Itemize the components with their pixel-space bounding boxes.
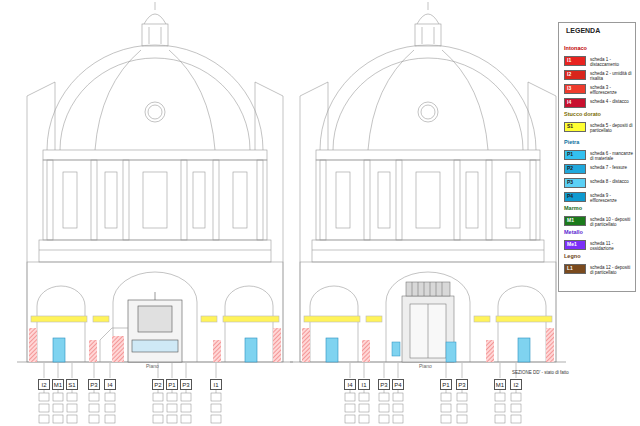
callout-code: I4 <box>104 379 116 390</box>
callout-code: P3 <box>88 379 100 390</box>
legend-label: Intonaco <box>564 45 587 51</box>
legend-label: Piano <box>419 364 432 370</box>
legend-text: scheda 12 - depositi di particellato <box>590 265 634 275</box>
callout-code: M1 <box>494 379 506 390</box>
callout-code: I1 <box>210 379 222 390</box>
legend-label: LEGENDA <box>566 27 600 35</box>
swatch-code: I2 <box>567 72 571 78</box>
legend-text: scheda 1 - distaccamento <box>590 57 634 67</box>
sheet-caption: SEZIONE DD' - stato di fatto <box>512 371 569 376</box>
legend-text: scheda 3 - efflorescenze <box>590 85 634 95</box>
legend-label: Pietra <box>564 139 579 145</box>
legend-text: scheda 8 - distacco <box>590 179 634 184</box>
callout-code: I4 <box>344 379 356 390</box>
callout-code: M1 <box>52 379 64 390</box>
callout-code: P2 <box>152 379 164 390</box>
swatch-code: P4 <box>567 194 573 200</box>
callout-code: P3 <box>456 379 468 390</box>
swatch-code: S1 <box>567 124 573 130</box>
legend-label: Metallo <box>564 229 583 235</box>
swatch-code: M1 <box>567 218 574 224</box>
swatch-code: P3 <box>567 180 573 186</box>
swatch-code: I1 <box>567 58 571 64</box>
legend-text: scheda 11 - ossidazione <box>590 241 634 251</box>
swatch-code: L1 <box>567 266 573 272</box>
legend-text: scheda 4 - distacco <box>590 99 634 104</box>
swatch-code: Me1 <box>567 242 577 248</box>
callout-code: I2 <box>510 379 522 390</box>
callout-code: P1 <box>440 379 452 390</box>
callout-code: P3 <box>378 379 390 390</box>
legend-text: scheda 10 - depositi di particellato <box>590 217 634 227</box>
legend-label: Piano <box>146 364 159 370</box>
callout-code: P1 <box>166 379 178 390</box>
legend-text: scheda 9 - efflorescenze <box>590 193 634 203</box>
swatch-code: I3 <box>567 86 571 92</box>
callout-code: I2 <box>38 379 50 390</box>
legend-text: scheda 6 - mancanze di materiale <box>590 151 634 161</box>
swatch-code: P1 <box>567 152 573 158</box>
legend-text: scheda 7 - fessure <box>590 165 634 170</box>
legend-text: scheda 5 - depositi di particellato <box>590 123 634 133</box>
swatch-code: I4 <box>567 100 571 106</box>
callout-code: P4 <box>392 379 404 390</box>
callout-code: P3 <box>180 379 192 390</box>
legend-label: Stucco dorato <box>564 111 601 117</box>
callout-code: S1 <box>66 379 78 390</box>
legend-label: Marmo <box>564 205 582 211</box>
swatch-code: P2 <box>567 166 573 172</box>
legend-label: Legno <box>564 253 581 259</box>
callout-code: I1 <box>358 379 370 390</box>
legend-text: scheda 2 - umidità di risalita <box>590 71 634 81</box>
